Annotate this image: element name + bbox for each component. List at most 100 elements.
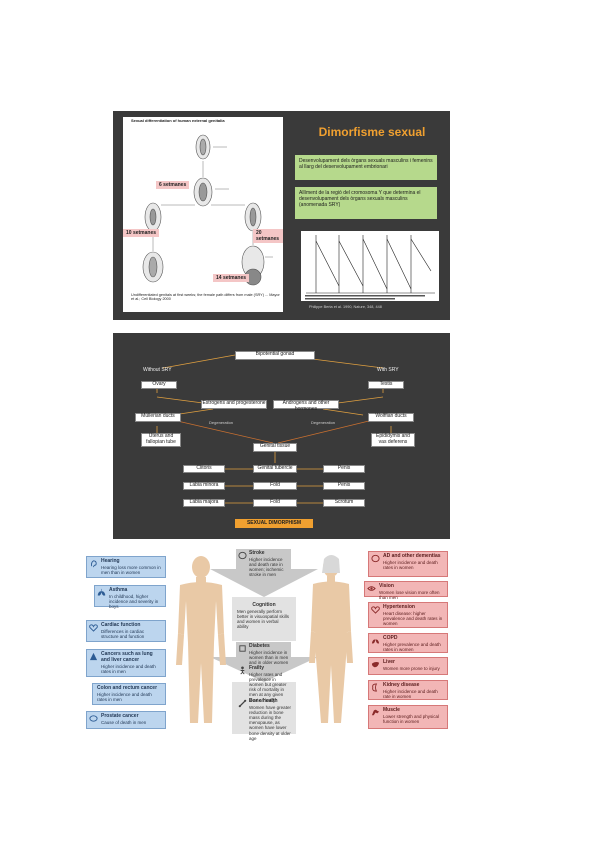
muscle-icon [371,709,380,716]
box-genital-tissue: Genital tissue [253,443,297,452]
bullet-sry: Allíment de la regió del cromosoma Y que… [295,187,437,219]
male-figure [176,556,226,723]
heart-icon [371,606,380,614]
asthma-text: In childhood, higher incidence and sever… [109,593,159,610]
box-copd: COPD Higher prevalence and death rates i… [368,633,448,653]
box-frailty: Frailty Higher rates and prevalence in w… [236,664,294,703]
ad-text: Higher incidence and death rates in wome… [383,559,438,570]
box-muscle: Muscle Lower strength and physical funct… [368,705,448,729]
sry-chart-lines [305,235,435,300]
cell-icon [89,652,98,661]
heart-icon [89,624,98,632]
liver-text: Women more prone to injury [383,665,440,671]
label-degeneration-right: Degeneration [311,420,336,425]
bullet-development: Desenvolupament dels òrgans sexuals masc… [295,155,437,180]
box-asthma: Asthma In childhood, higher incidence an… [94,585,166,610]
slide-sexual-dimorphism-flow: Bipotential gonad Without SRY With SRY O… [113,333,450,539]
row1-left: Clitoris [183,465,225,473]
box-cardiac: Cardiac function Differences in cardiac … [86,620,166,642]
box-cognition: Cognition Men generally perform better i… [234,601,294,637]
box-stroke: Stroke Higher incidence and death rate i… [236,549,294,579]
diabetes-text: Higher incidence in women than in men an… [249,649,289,666]
box-mullerian: Müllerian ducts [135,413,181,422]
copd-text: Higher prevalence and death rates in wom… [383,641,441,652]
cardiac-title: Cardiac function [101,622,141,628]
diabetes-icon [239,645,246,652]
frailty-title: Frailty [249,665,265,671]
muscle-title: Muscle [383,707,400,713]
prostate-icon [89,715,98,722]
slide-sex-differences-health: Hearing Hearing loss more common in men … [86,547,448,741]
box-cancers: Cancers such as lung and liver cancer Hi… [86,649,166,677]
box-vision: Vision Women lose vision more often than… [364,581,448,600]
cancers-title: Cancers such as lung and liver cancer [101,651,153,663]
kidney-title: Kidney disease [383,682,420,688]
box-hypertension: Hypertension Heart disease: higher preva… [368,602,448,628]
cognition-text: Men generally perform better in visuospa… [237,608,290,630]
kidney-text: Higher incidence and death rate in women [383,688,438,699]
prostate-text: Cause of death in men [101,719,147,725]
bone-text: Women have greater reduction in bone mas… [249,704,291,741]
liver-title: Liver [383,659,395,665]
row2-left: Labia minora [183,482,225,490]
box-bone-health: Bone health Women have greater reduction… [236,697,294,741]
brain-icon [371,554,380,563]
row2-right: Penis [323,482,365,490]
genitalia-diagram [142,134,273,286]
prostate-title: Prostate cancer [101,713,139,719]
sry-chart [301,231,439,301]
colon-title: Colon and rectum cancer [97,685,158,691]
vision-text: Women lose vision more often than men [379,589,440,600]
label-degeneration-left: Degeneration [209,420,234,425]
bullet-development-text: Desenvolupament dels òrgans sexuals masc… [299,158,433,170]
row2-mid: Fold [253,482,297,490]
label-14-weeks: 14 setmanes [213,274,250,282]
vision-title: Vision [379,583,394,589]
row3-right: Scrotum [323,499,365,507]
label-10-weeks: 10 setmanes [123,229,160,237]
row1-mid: Genital tubercle [253,465,297,473]
cognition-title: Cognition [252,602,276,608]
slide-dimorfisme-sexual: Sexual differentiation of human external… [113,111,450,320]
frailty-icon [240,666,245,675]
stroke-title: Stroke [249,550,265,556]
lungs-icon [371,636,380,644]
label-6-weeks: 6 setmanes [156,181,190,189]
hypertension-title: Hypertension [383,604,415,610]
diabetes-title: Diabetes [249,643,270,649]
box-epididymis: Epididymis and vas deferens [371,433,415,447]
label-20-weeks: 20 setmanes [253,229,283,243]
slide-title: Dimorfisme sexual [318,125,426,139]
box-estrogens: Estrogens and progesterone [201,400,267,409]
box-diabetes: Diabetes Higher incidence in women than … [236,642,294,665]
figure-caption: Sexual differentiation of human external… [131,118,225,123]
kidney-icon [372,683,378,692]
liver-icon [371,661,380,668]
row1-right: Penis [323,465,365,473]
hypertension-text: Heart disease: higher prevalence and dea… [383,610,443,627]
box-androgens: Androgens and other hormones [273,400,339,412]
female-figure [309,555,353,723]
ear-icon [91,560,97,568]
box-testis: Testis [368,381,404,389]
footer-sexual-dimorphism: SEXUAL DIMORPHISM [235,519,313,528]
box-prostate-cancer: Prostate cancer Cause of death in men [86,711,166,729]
box-ovary: Ovary [141,381,177,389]
figure-footnote: Undifferentiated genitals at first weeks… [131,293,280,302]
center-arrows [210,549,318,734]
label-without-sry: Without SRY [143,367,172,373]
box-wolffian: Wolffian ducts [368,413,414,422]
ad-title: AD and other dementias [383,553,441,559]
stroke-text: Higher incidence and death rate in women… [249,556,284,578]
muscle-text: Lower strength and physical function in … [383,713,440,724]
box-kidney: Kidney disease Higher incidence and deat… [368,680,448,700]
row3-left: Labia majora [183,499,225,507]
chart-credit: Philippe Berta et al. 1990, Nature, 348,… [309,305,382,309]
brain-icon [238,551,247,560]
eye-icon [367,586,376,591]
lungs-icon [97,588,106,596]
box-hearing: Hearing Hearing loss more common in men … [86,556,166,578]
bullet-sry-text: Allíment de la regió del cromosoma Y que… [299,190,421,208]
hearing-title: Hearing [101,558,120,564]
colon-text: Higher incidence and death rates in men [97,691,152,702]
